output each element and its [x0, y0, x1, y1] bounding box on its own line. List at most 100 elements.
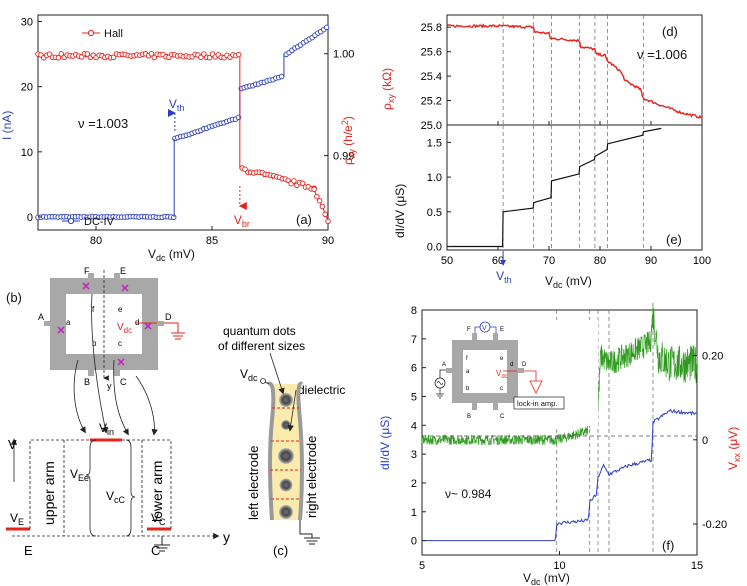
panel-c: quantum dots of different sizes dielectr… — [218, 324, 345, 558]
right-electrode-label: right electrode — [304, 436, 319, 518]
panel-f-nu: ν~ 0.984 — [445, 487, 492, 501]
inner-a: a — [66, 318, 71, 327]
xtick-label: 90 — [645, 255, 657, 267]
panel-a-y2label: ρxy (h/e2) — [340, 116, 357, 165]
ytick-label: 4 — [411, 420, 417, 432]
xtick-label: 85 — [206, 235, 218, 247]
data-point — [322, 211, 328, 218]
quantum-dot-5 — [279, 505, 293, 519]
ytick-label: 25.4 — [421, 71, 442, 83]
right-electrode — [296, 381, 304, 521]
inset-C: C — [500, 414, 505, 420]
vxx-line — [421, 302, 698, 446]
ytick-label: 2 — [411, 478, 417, 490]
ytick-label: 0.5 — [427, 207, 442, 219]
data-point — [55, 55, 62, 61]
vth-arrowhead-e — [500, 260, 507, 266]
ytick-label: 20 — [21, 82, 33, 94]
data-point — [110, 54, 117, 61]
panel-f-inset: F E A D B C a b c d e f V Vdc — [434, 320, 598, 426]
ytick-label: 25.8 — [421, 22, 442, 34]
ytick-label: 10 — [21, 147, 33, 159]
ytick-label: 0.0 — [427, 242, 442, 254]
hallbar-frame — [50, 278, 158, 370]
tunnel-lines — [270, 407, 301, 500]
data-point — [299, 180, 306, 187]
panel-a-legend-hall: Hall — [82, 28, 123, 40]
y2tick-label: 0 — [702, 435, 708, 447]
data-point — [148, 51, 155, 57]
qd-title-1: quantum dots — [223, 324, 296, 338]
panel-a-ylabel: I (nA) — [0, 111, 14, 140]
data-point — [311, 186, 317, 193]
vdc-label-c: Vdc — [240, 367, 258, 383]
inset-b: b — [466, 386, 470, 392]
data-point — [291, 178, 297, 184]
vbr-label: Vbr — [234, 213, 250, 229]
inset-amplifier-icon — [529, 380, 543, 394]
xtick-label: 80 — [594, 255, 606, 267]
contact-B: B — [84, 377, 90, 387]
panel-a-xlabel: Vdc (mV) — [148, 247, 195, 263]
upper-arm-label: upper arm — [41, 461, 57, 525]
VcC-label: VcC — [106, 489, 126, 505]
data-point — [84, 51, 91, 57]
vth-label: Vth — [169, 97, 185, 113]
panel-d-ylabel: ρxy (kΩ) — [380, 68, 396, 110]
ytick-label: 0 — [411, 536, 417, 548]
panel-f-y2label: Vxx (μV) — [726, 427, 742, 470]
data-point — [323, 24, 330, 31]
Vin-label: Vin — [99, 421, 114, 437]
contact-C: C — [120, 377, 127, 387]
data-point — [278, 73, 285, 80]
xtick-label: 100 — [693, 255, 711, 267]
y2tick-label: 1.00 — [333, 49, 354, 61]
ytick-label: 5 — [411, 391, 417, 403]
inset-e: e — [500, 356, 504, 362]
ground-icon-bottom — [154, 536, 170, 552]
contact-A: A — [38, 312, 44, 322]
inset-a: a — [466, 369, 470, 375]
xtick-label: 60 — [492, 255, 504, 267]
xtick-label: 80 — [90, 235, 102, 247]
inset-vdc: Vdc — [496, 369, 508, 380]
inner-c: c — [118, 339, 122, 348]
data-point — [235, 51, 242, 58]
xtick-label: 15 — [691, 560, 703, 572]
defect-marks — [57, 282, 152, 366]
ytick-label: 8 — [411, 305, 417, 317]
inset-f: f — [466, 356, 468, 362]
pot-E-label: E — [24, 543, 33, 558]
dielectric-label: dielectric — [298, 383, 345, 397]
ground-icon-b — [164, 322, 185, 340]
ytick-label: 25.0 — [421, 120, 442, 132]
lower-arm-label: lower arm — [149, 461, 165, 522]
legend-hall: Hall — [104, 28, 123, 40]
panel-a-legend-dciv: DC-IV — [62, 216, 115, 228]
inset-v: V — [482, 325, 487, 332]
panel-a-nu: ν =1.003 — [78, 116, 128, 131]
ytick-label: 1.5 — [427, 137, 442, 149]
y-axis-label-top: y — [107, 381, 112, 391]
contact-E: E — [120, 266, 126, 276]
data-point — [314, 193, 320, 200]
data-point — [151, 54, 158, 61]
inset-B: B — [467, 414, 471, 420]
inset-D: D — [522, 362, 527, 368]
xtick-label: 50 — [441, 255, 453, 267]
ytick-label: 3 — [411, 449, 417, 461]
inset-F: F — [467, 327, 471, 333]
ytick-label: 25.6 — [421, 47, 442, 59]
contact-F: F — [84, 266, 90, 276]
ytick-label: 6 — [411, 363, 417, 375]
inner-e: e — [118, 305, 123, 314]
panel-c-label: (c) — [273, 543, 288, 558]
pot-C-label: C — [151, 543, 160, 558]
inset-A: A — [442, 362, 446, 368]
quantum-dot-2 — [281, 420, 291, 430]
inset-lockin-box — [513, 396, 565, 410]
